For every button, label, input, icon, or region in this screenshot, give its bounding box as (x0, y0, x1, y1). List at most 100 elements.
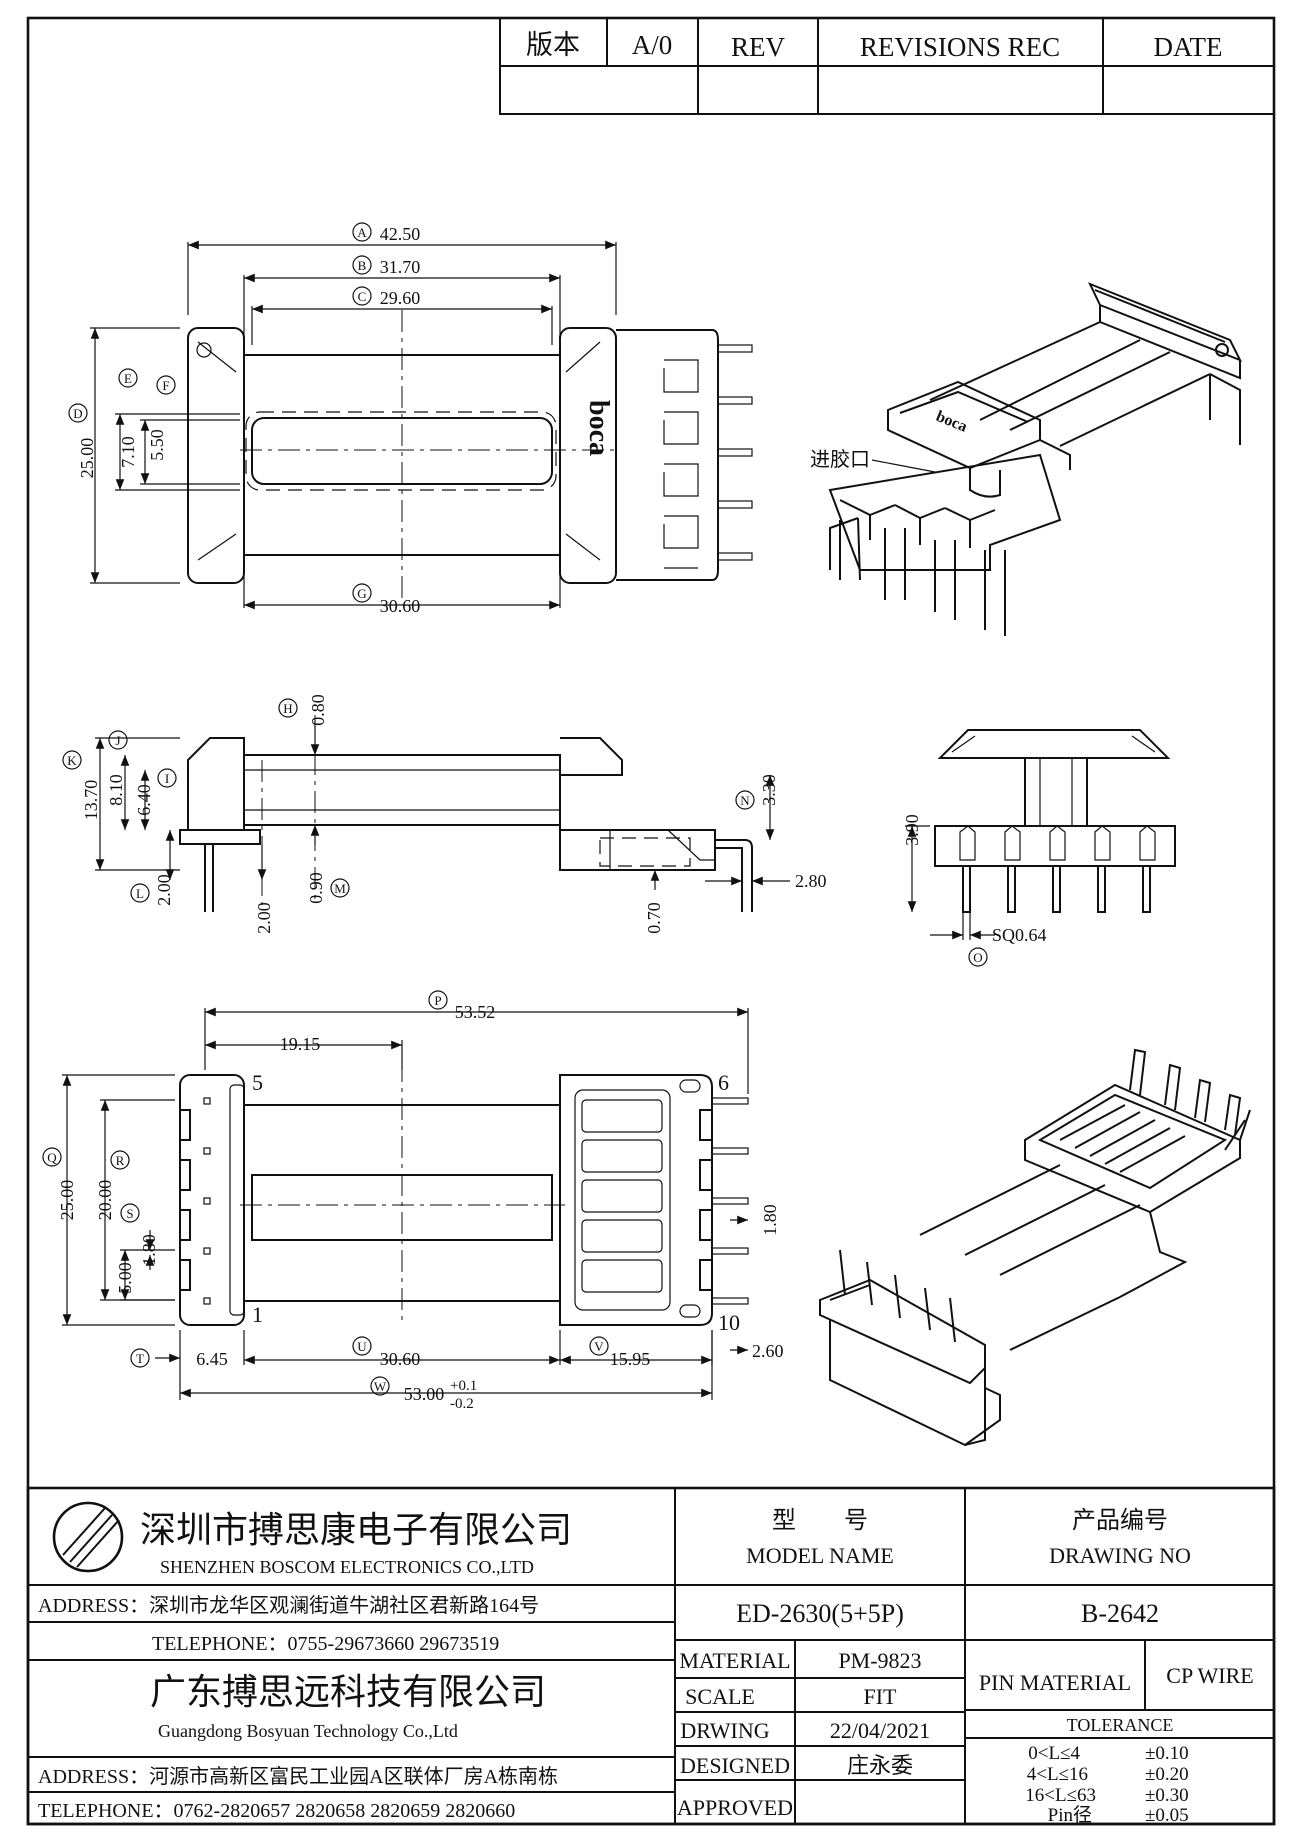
company2-en: Guangdong Bosyuan Technology Co.,Ltd (158, 1721, 458, 1741)
svg-text:H: H (283, 701, 292, 716)
dim-b-value: 31.70 (380, 257, 421, 277)
pin-label-1: 1 (252, 1302, 263, 1327)
dim-d-value: 25.00 (77, 438, 97, 479)
date-header: DATE (1154, 32, 1223, 62)
material-label: MATERIAL (679, 1648, 790, 1673)
bottom-extra-2: 1.80 (760, 1204, 780, 1236)
tolerance-value-3: ±0.05 (1145, 1805, 1189, 1826)
svg-text:M: M (334, 881, 346, 896)
dim-w-tol-minus: -0.2 (450, 1396, 474, 1412)
svg-text:J: J (115, 733, 120, 748)
company-en: SHENZHEN BOSCOM ELECTRONICS CO.,LTD (160, 1557, 534, 1577)
drawing-label-cn: 产品编号 (1072, 1507, 1168, 1534)
dim-q-value: 25.00 (57, 1180, 77, 1221)
top-view: boca A 42.50 B 31.70 C (68, 222, 753, 616)
svg-text:U: U (357, 1339, 367, 1354)
svg-text:N: N (740, 793, 750, 808)
version-label: 版本 (526, 30, 580, 60)
svg-text:C: C (358, 289, 367, 304)
material-value: PM-9823 (838, 1648, 921, 1673)
designed-value: 庄永委 (847, 1753, 913, 1778)
dim-r-value: 20.00 (95, 1180, 115, 1221)
svg-text:D: D (73, 406, 82, 421)
dim-v-value: 15.95 (610, 1349, 651, 1369)
revisions-header: REVISIONS REC (860, 32, 1060, 62)
svg-text:R: R (116, 1153, 125, 1168)
tolerance-range-0: 0<L≤4 (1028, 1743, 1080, 1764)
pin-material-label: PIN MATERIAL (979, 1670, 1131, 1695)
end-view: 3.90 SQ0.64 O (902, 729, 1176, 967)
scale-label: SCALE (685, 1684, 755, 1709)
drawing-date-label: DRWING (680, 1718, 769, 1743)
bottom-view: 5 6 1 10 P (42, 990, 784, 1412)
bottom-extra-3: 2.60 (752, 1341, 784, 1361)
address-1: ADDRESS：深圳市龙华区观澜街道牛湖社区君新路164号 (38, 1594, 539, 1617)
drawing-date-value: 22/04/2021 (830, 1718, 930, 1743)
dim-i-value: 6.40 (134, 784, 154, 816)
svg-text:S: S (126, 1206, 133, 1221)
bottom-extra-0: 19.15 (280, 1034, 321, 1054)
drawing-label-en: DRAWING NO (1049, 1543, 1191, 1568)
pin-label-6: 6 (718, 1070, 729, 1095)
gate-label: 进胶口 (810, 448, 870, 471)
svg-text:L: L (136, 886, 144, 901)
company2-cn: 广东搏思远科技有限公司 (150, 1672, 546, 1712)
telephone-1: TELEPHONE：0755-29673660 29673519 (152, 1633, 499, 1655)
drawing-value: B-2642 (1081, 1599, 1159, 1628)
end-extra-0: 3.90 (902, 814, 922, 846)
dim-u-value: 30.60 (380, 1349, 421, 1369)
title-block: 深圳市搏思康电子有限公司 SHENZHEN BOSCOM ELECTRONICS… (26, 1486, 1276, 1826)
dim-m-value: 0.90 (306, 872, 326, 904)
svg-text:O: O (973, 950, 982, 965)
company-logo (52, 1501, 124, 1573)
dim-e-value: 7.10 (118, 436, 138, 468)
model-label-en: MODEL NAME (746, 1543, 894, 1568)
dim-o-value: SQ0.64 (992, 925, 1047, 945)
company-logo-mark (62, 1507, 120, 1568)
svg-text:T: T (136, 1351, 144, 1366)
version-value: A/0 (632, 30, 673, 60)
bottom-extra-1: 5.00 (115, 1262, 135, 1294)
svg-text:A: A (357, 225, 367, 240)
svg-text:B: B (358, 258, 367, 273)
tolerance-range-1: 4<L≤16 (1027, 1764, 1088, 1785)
svg-text:V: V (594, 1339, 604, 1354)
dim-s-value: 1.80 (139, 1234, 159, 1266)
approved-label: APPROVED (677, 1795, 793, 1820)
iso-logo: boca (934, 408, 970, 436)
rev-header: REV (731, 32, 786, 62)
dim-n-value: 3.30 (759, 774, 779, 806)
svg-text:F: F (162, 378, 169, 393)
svg-text:P: P (434, 993, 441, 1008)
tolerance-value-1: ±0.20 (1145, 1764, 1189, 1785)
address-2: ADDRESS：河源市高新区富民工业园A区联体厂房A栋南栋 (38, 1765, 558, 1788)
tolerance-range-3: Pin径 (1048, 1804, 1092, 1826)
svg-text:G: G (357, 586, 366, 601)
svg-text:W: W (374, 1379, 387, 1394)
side-extra-1: 0.70 (644, 902, 664, 934)
side-extra-2: 2.80 (795, 871, 827, 891)
tolerance-value-0: ±0.10 (1145, 1743, 1189, 1764)
svg-text:I: I (165, 771, 169, 786)
revision-block: 版本 A/0 REV REVISIONS REC DATE (499, 17, 1275, 115)
svg-text:K: K (67, 753, 77, 768)
dim-w-tol-plus: +0.1 (450, 1378, 477, 1394)
tolerance-value-2: ±0.30 (1145, 1785, 1189, 1806)
dim-t-value: 6.45 (196, 1349, 228, 1369)
company-cn: 深圳市搏思康电子有限公司 (140, 1510, 572, 1550)
dim-l-value: 2.00 (154, 874, 174, 906)
side-view: H 0.80 I 6.40 J 8.10 K 13.70 L 2.00 M 0.… (62, 694, 827, 934)
model-label-cn: 型 号 (772, 1507, 868, 1534)
scale-value: FIT (864, 1684, 898, 1709)
dim-j-value: 8.10 (106, 774, 126, 806)
iso-view-bottom (819, 1048, 1251, 1447)
dim-a-value: 42.50 (380, 224, 421, 244)
designed-label: DESIGNED (680, 1753, 790, 1778)
pin-label-5: 5 (252, 1070, 263, 1095)
dim-k-value: 13.70 (81, 780, 101, 821)
pin-label-10: 10 (718, 1310, 740, 1335)
pin-material-value: CP WIRE (1166, 1663, 1253, 1688)
dim-h-value: 0.80 (308, 694, 328, 726)
dim-c-value: 29.60 (380, 288, 421, 308)
